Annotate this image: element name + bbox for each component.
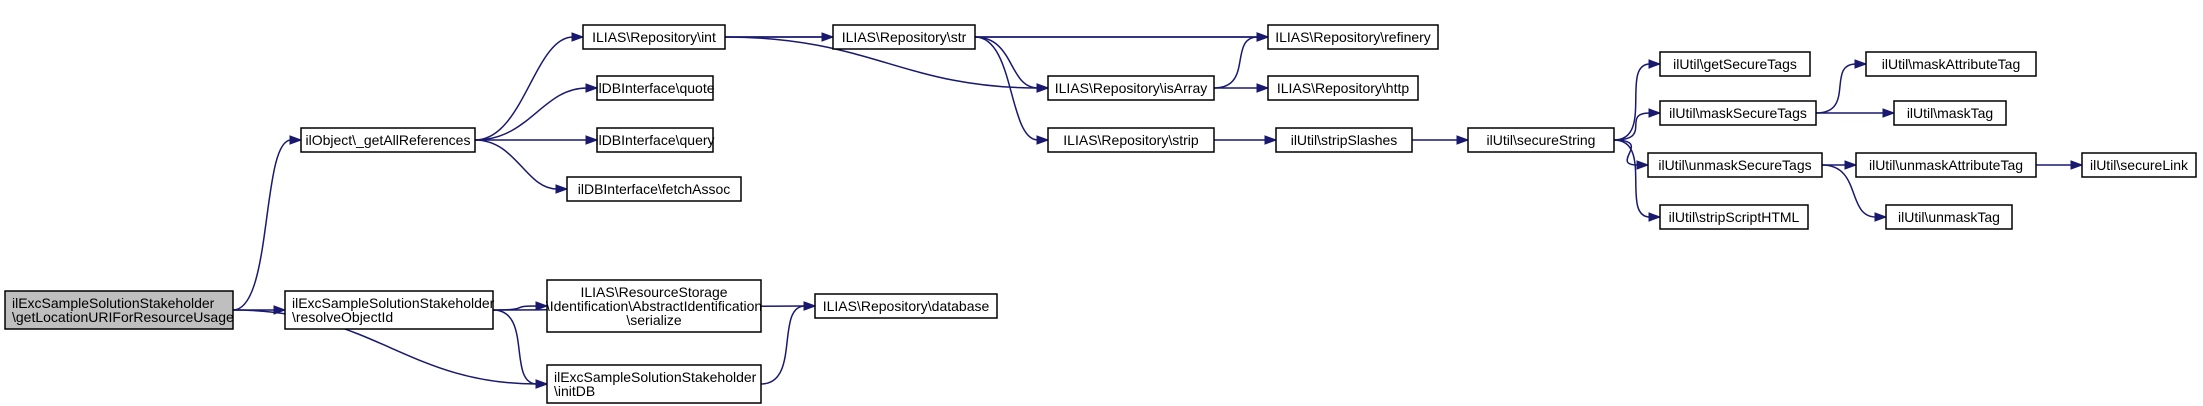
node-label: ILIAS\Repository\str — [842, 29, 967, 45]
node-label: ilUtil\unmaskAttributeTag — [1869, 157, 2023, 173]
edge-isArray-to-http — [1214, 83, 1270, 93]
edge-getAllRefs-to-fetchAssoc — [474, 139, 569, 194]
edge-resolveObjectId-to-initDB — [492, 309, 549, 389]
edge-resolveObjectId-to-serialize — [492, 301, 549, 311]
node-label: ilUtil\maskSecureTags — [1669, 105, 1807, 121]
node-label: \resolveObjectId — [292, 309, 393, 325]
edge-secureString-to-unmaskSecureTags — [1613, 139, 1650, 170]
node-label: ILIAS\Repository\isArray — [1055, 80, 1208, 96]
node-label: ILIAS\Repository\database — [823, 298, 990, 314]
node-label: ilExcSampleSolutionStakeholder — [554, 369, 757, 385]
node-http[interactable]: ILIAS\Repository\http — [1267, 75, 1419, 101]
node-label: \getLocationURIForResourceUsage — [12, 309, 234, 325]
node-label: ilExcSampleSolutionStakeholder — [12, 295, 215, 311]
node-getAllRefs[interactable]: ilObject\_getAllReferences — [300, 127, 476, 153]
node-maskTag[interactable]: ilUtil\maskTag — [1893, 100, 2007, 126]
node-label: ILIAS\Repository\strip — [1063, 132, 1199, 148]
edge-secureString-to-getSecureTags — [1613, 59, 1662, 141]
node-stripSlashes[interactable]: ilUtil\stripSlashes — [1275, 127, 1413, 153]
node-isArray[interactable]: ILIAS\Repository\isArray — [1047, 75, 1215, 101]
node-label: ilUtil\stripScriptHTML — [1669, 209, 1800, 225]
edge-isArray-to-refinery — [1213, 32, 1270, 89]
node-int[interactable]: ILIAS\Repository\int — [582, 24, 726, 50]
node-label: ilUtil\unmaskSecureTags — [1658, 157, 1811, 173]
nodes-layer: ilExcSampleSolutionStakeholder\getLocati… — [4, 24, 2197, 404]
node-label: ilUtil\stripSlashes — [1291, 132, 1398, 148]
edge-secureString-to-maskSecureTags — [1613, 108, 1662, 141]
node-str[interactable]: ILIAS\Repository\str — [832, 24, 976, 50]
edge-stripSlashes-to-secureString — [1412, 135, 1470, 145]
node-unmaskTag[interactable]: ilUtil\unmaskTag — [1885, 204, 2013, 230]
edge-getAllRefs-to-query — [475, 135, 599, 145]
node-refinery[interactable]: ILIAS\Repository\refinery — [1267, 24, 1439, 50]
edge-initDB-to-database — [760, 301, 817, 385]
node-label: \initDB — [554, 383, 595, 399]
edge-getAllRefs-to-int — [474, 32, 585, 141]
node-label: ilUtil\unmaskTag — [1898, 209, 2000, 225]
node-getSecureTags[interactable]: ilUtil\getSecureTags — [1659, 51, 1811, 77]
edge-unmaskAttributeTag-to-secureLink — [2036, 160, 2084, 170]
node-label: ilDBInterface\fetchAssoc — [578, 181, 731, 197]
node-label: ilUtil\secureLink — [2090, 157, 2189, 173]
edge-maskSecureTags-to-maskAttributeTag — [1815, 59, 1868, 114]
node-quote[interactable]: ilDBInterface\quote — [595, 75, 715, 101]
node-unmaskAttributeTag[interactable]: ilUtil\unmaskAttributeTag — [1855, 152, 2037, 178]
node-label: \Identification\AbstractIdentification — [546, 298, 762, 314]
edge-strip-to-stripSlashes — [1214, 135, 1278, 145]
node-maskSecureTags[interactable]: ilUtil\maskSecureTags — [1659, 100, 1817, 126]
edge-str-to-isArray — [974, 36, 1050, 93]
node-label: ilDBInterface\quote — [595, 80, 714, 96]
edge-root-to-getAllRefs — [232, 135, 303, 311]
node-label: ilUtil\maskAttributeTag — [1882, 56, 2021, 72]
node-database[interactable]: ILIAS\Repository\database — [814, 293, 998, 319]
node-resolveObjectId[interactable]: ilExcSampleSolutionStakeholder\resolveOb… — [284, 290, 495, 330]
node-label: ILIAS\Repository\refinery — [1275, 29, 1431, 45]
edge-str-to-refinery — [975, 32, 1270, 42]
node-serialize[interactable]: ILIAS\ResourceStorage\Identification\Abs… — [546, 279, 762, 333]
node-label: ILIAS\ResourceStorage — [580, 284, 727, 300]
edge-unmaskSecureTags-to-unmaskAttributeTag — [1822, 160, 1858, 170]
edge-unmaskSecureTags-to-unmaskTag — [1821, 164, 1888, 222]
edge-secureString-to-stripScriptHTML — [1613, 139, 1662, 222]
node-fetchAssoc[interactable]: ilDBInterface\fetchAssoc — [566, 176, 742, 202]
node-strip[interactable]: ILIAS\Repository\strip — [1047, 127, 1215, 153]
node-stripScriptHTML[interactable]: ilUtil\stripScriptHTML — [1659, 204, 1809, 230]
node-label: ILIAS\Repository\int — [592, 29, 716, 45]
node-label: ilUtil\secureString — [1487, 132, 1596, 148]
node-label: ilUtil\maskTag — [1907, 105, 1993, 121]
node-secureLink[interactable]: ilUtil\secureLink — [2081, 152, 2197, 178]
node-unmaskSecureTags[interactable]: ilUtil\unmaskSecureTags — [1647, 152, 1823, 178]
node-label: ilExcSampleSolutionStakeholder — [292, 295, 495, 311]
node-initDB[interactable]: ilExcSampleSolutionStakeholder\initDB — [546, 364, 762, 404]
node-query[interactable]: ilDBInterface\query — [595, 127, 715, 153]
edge-getAllRefs-to-quote — [474, 83, 599, 141]
node-secureString[interactable]: ilUtil\secureString — [1467, 127, 1615, 153]
node-label: ILIAS\Repository\http — [1277, 80, 1410, 96]
node-label: ilUtil\getSecureTags — [1673, 56, 1797, 72]
node-label: \serialize — [626, 312, 681, 328]
node-label: ilObject\_getAllReferences — [306, 132, 471, 148]
node-maskAttributeTag[interactable]: ilUtil\maskAttributeTag — [1865, 51, 2037, 77]
edge-maskSecureTags-to-maskTag — [1816, 108, 1896, 118]
node-root[interactable]: ilExcSampleSolutionStakeholder\getLocati… — [4, 290, 234, 330]
edge-str-to-strip — [974, 36, 1050, 145]
node-label: ilDBInterface\query — [595, 132, 714, 148]
